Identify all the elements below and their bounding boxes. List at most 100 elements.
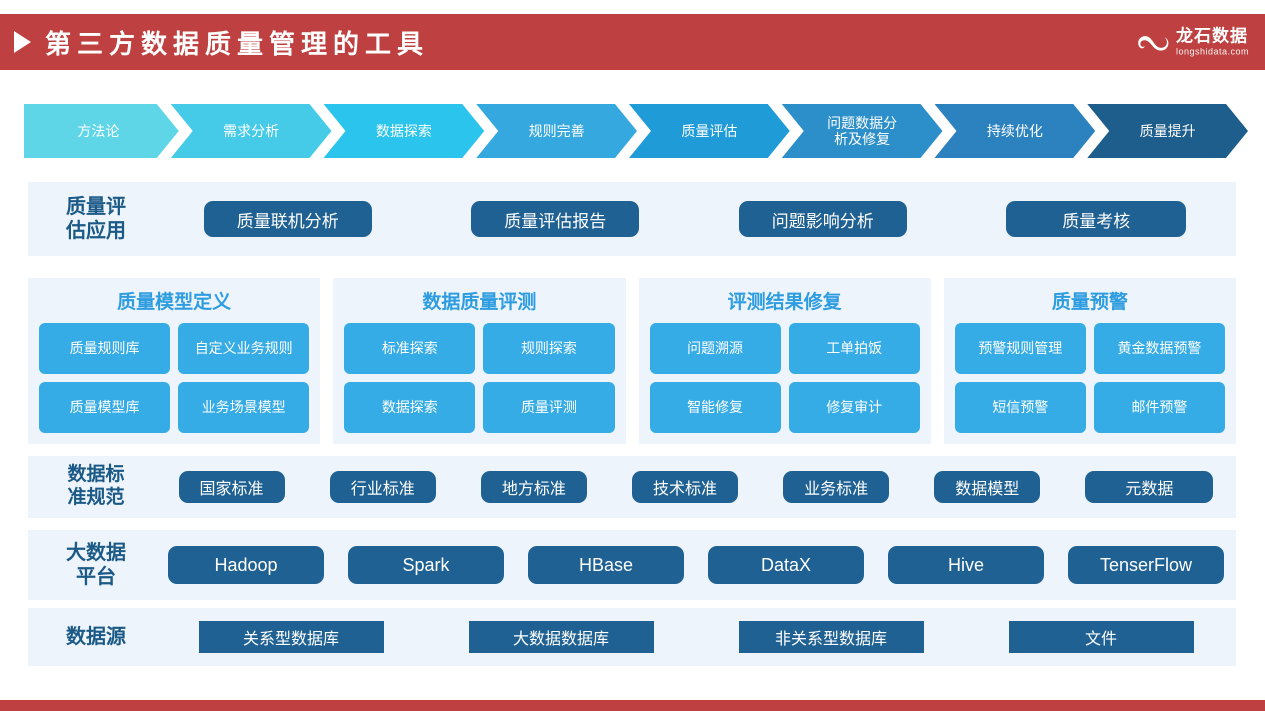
- bigdata-item-label: DataX: [760, 554, 812, 575]
- data-source-row-label: 数据源: [66, 626, 126, 648]
- capability-tile-2-4[interactable]: 质量评测: [483, 382, 615, 433]
- data-standard-item-5[interactable]: 业务标准: [783, 471, 890, 503]
- process-step-label: 质量提升: [1139, 122, 1196, 139]
- capability-tile-label: 质量规则库: [69, 340, 140, 357]
- capability-tile-label: 工单拍饭: [826, 340, 883, 357]
- capability-tile-1-4[interactable]: 业务场景模型: [178, 382, 310, 433]
- capability-tile-label: 数据探索: [381, 399, 438, 416]
- quality-app-item-2[interactable]: 质量评估报告: [471, 201, 640, 237]
- capability-column-title: 评测结果修复: [727, 292, 842, 313]
- footer-bar: [0, 700, 1265, 711]
- data-source-item-2[interactable]: 大数据数据库: [468, 621, 654, 653]
- process-step-label: 持续优化: [986, 122, 1043, 139]
- process-step-8[interactable]: 质量提升: [1087, 104, 1248, 158]
- bigdata-item-label: TenserFlow: [1099, 554, 1193, 575]
- capability-column-3: 评测结果修复问题溯源 工单拍饭智能修复修复审计: [638, 278, 931, 444]
- quality-app-item-label: 质量评估报告: [504, 211, 607, 231]
- capability-tile-label: 质量模型库: [69, 399, 140, 416]
- data-standard-item-label: 业务标准: [804, 481, 869, 498]
- capability-tile-2-2[interactable]: 规则探索: [483, 323, 615, 374]
- data-source-item-label: 大数据数据库: [512, 631, 609, 648]
- data-source-item-label: 关系型数据库: [242, 631, 339, 648]
- bigdata-item-3[interactable]: HBase: [528, 546, 684, 584]
- data-standard-item-3[interactable]: 地方标准: [480, 471, 587, 503]
- capability-column-1: 质量模型定义质量规则库自定义业务规则质量模型库业务场景模型: [28, 278, 321, 444]
- bigdata-item-4[interactable]: DataX: [708, 546, 864, 584]
- bigdata-item-1[interactable]: Hadoop: [168, 546, 324, 584]
- quality-app-item-label: 质量考核: [1062, 211, 1131, 231]
- data-source-item-3[interactable]: 非关系型数据库: [738, 621, 924, 653]
- process-flow: 方法论需求分析 数据探索 规则完善 质量评估 问题数据分 析及修复 持续优化 质量提升: [24, 104, 1240, 158]
- capability-column-title: 质量预警: [1051, 292, 1128, 313]
- capability-tile-3-1[interactable]: 问题溯源: [649, 323, 781, 374]
- bigdata-item-5[interactable]: Hive: [888, 546, 1044, 584]
- capability-column-title: 数据质量评测: [422, 292, 537, 313]
- process-step-4[interactable]: 规则完善: [476, 104, 637, 158]
- quality-apps-items: 质量联机分析 质量评估报告 问题影响分析 质量考核: [154, 201, 1236, 237]
- data-standard-item-2[interactable]: 行业标准: [329, 471, 436, 503]
- data-standard-item-4[interactable]: 技术标准: [631, 471, 738, 503]
- bigdata-platform-row: 大数据 平台 Hadoop Spark HBase DataX Hive TenserFl…: [28, 530, 1236, 600]
- data-source-items: 关系型数据库 大数据数据库 非关系型数据库 文件: [156, 621, 1236, 653]
- capability-tile-label: 自定义业务规则: [194, 340, 293, 357]
- capability-tile-3-3[interactable]: 智能修复: [649, 382, 781, 433]
- process-step-6[interactable]: 问题数据分 析及修复: [782, 104, 943, 158]
- process-step-5[interactable]: 质量评估: [629, 104, 790, 158]
- process-step-1[interactable]: 方法论: [24, 104, 179, 158]
- bigdata-platform-row-label: 大数据 平台: [66, 542, 126, 588]
- data-standard-item-1[interactable]: 国家标准: [178, 471, 285, 503]
- capability-tile-4-3[interactable]: 短信预警: [954, 382, 1086, 433]
- data-standard-item-7[interactable]: 元数据: [1085, 471, 1214, 503]
- longshi-swirl-logo-icon: [1138, 35, 1169, 51]
- data-standard-item-label: 技术标准: [652, 481, 717, 498]
- bigdata-item-6[interactable]: TenserFlow: [1068, 546, 1224, 584]
- data-standard-item-label: 国家标准: [199, 481, 264, 498]
- process-step-label: 数据探索: [375, 122, 432, 139]
- capability-tile-1-1[interactable]: 质量规则库: [39, 323, 171, 374]
- bigdata-item-label: Hadoop: [214, 554, 278, 575]
- capability-tile-grid: 预警规则管理 黄金数据预警短信预警 邮件预警: [954, 323, 1225, 433]
- quality-app-item-1[interactable]: 质量联机分析: [203, 201, 372, 237]
- data-standard-item-6[interactable]: 数据模型: [934, 471, 1041, 503]
- process-step-2[interactable]: 需求分析: [171, 104, 332, 158]
- quality-app-item-4[interactable]: 质量考核: [1006, 201, 1187, 237]
- capability-tile-4-1[interactable]: 预警规则管理: [954, 323, 1086, 374]
- capability-columns: 质量模型定义质量规则库自定义业务规则质量模型库业务场景模型数据质量评测标准探索规…: [28, 278, 1236, 444]
- logo-name-en: longshidata.com: [1175, 46, 1249, 57]
- capability-tile-3-2[interactable]: 工单拍饭: [788, 323, 920, 374]
- quality-apps-row: 质量评 估应用 质量联机分析质量评估报告问题影响分析质量考核: [28, 182, 1236, 256]
- bigdata-item-2[interactable]: Spark: [348, 546, 504, 584]
- process-step-7[interactable]: 持续优化: [935, 104, 1096, 158]
- capability-tile-1-2[interactable]: 自定义业务规则: [178, 323, 310, 374]
- data-standards-row-label: 数据标 准规范: [67, 464, 125, 508]
- data-source-item-4[interactable]: 文件: [1008, 621, 1194, 653]
- capability-tile-4-4[interactable]: 邮件预警: [1093, 382, 1225, 433]
- capability-tile-4-2[interactable]: 黄金数据预警: [1093, 323, 1225, 374]
- capability-tile-3-4[interactable]: 修复审计: [788, 382, 920, 433]
- capability-tile-1-3[interactable]: 质量模型库: [39, 382, 171, 433]
- data-source-item-label: 非关系型数据库: [774, 631, 887, 648]
- capability-tile-label: 短信预警: [992, 399, 1049, 416]
- capability-tile-label: 问题溯源: [687, 340, 744, 357]
- capability-tile-label: 预警规则管理: [978, 340, 1063, 357]
- capability-tile-label: 业务场景模型: [201, 399, 286, 416]
- process-step-label: 问题数据分 析及修复: [827, 114, 898, 147]
- page-title: 第三方数据质量管理的工具: [45, 28, 430, 59]
- brand-logo: 龙石数据 longshidata.com: [1135, 28, 1249, 57]
- quality-app-item-3[interactable]: 问题影响分析: [738, 201, 907, 237]
- data-standards-row: 数据标 准规范 国家标准 行业标准 地方标准 技术标准 业务标准 数据模型 元数据: [28, 456, 1236, 518]
- process-step-3[interactable]: 数据探索: [324, 104, 485, 158]
- bigdata-platform-items: Hadoop Spark HBase DataX Hive TenserFlow: [156, 546, 1236, 584]
- capability-tile-label: 黄金数据预警: [1117, 340, 1202, 357]
- data-standards-items: 国家标准 行业标准 地方标准 技术标准 业务标准 数据模型 元数据: [156, 471, 1236, 503]
- capability-tile-label: 邮件预警: [1131, 399, 1188, 416]
- process-step-label: 质量评估: [681, 122, 738, 139]
- capability-tile-grid: 问题溯源 工单拍饭智能修复修复审计: [649, 323, 920, 433]
- data-source-row: 数据源 关系型数据库 大数据数据库 非关系型数据库 文件: [28, 608, 1236, 666]
- capability-tile-2-3[interactable]: 数据探索: [344, 382, 476, 433]
- data-standard-item-label: 行业标准: [350, 481, 415, 498]
- play-triangle-icon: [14, 31, 31, 53]
- data-source-item-1[interactable]: 关系型数据库: [198, 621, 384, 653]
- quality-app-item-label: 问题影响分析: [771, 211, 874, 231]
- capability-tile-2-1[interactable]: 标准探索: [344, 323, 476, 374]
